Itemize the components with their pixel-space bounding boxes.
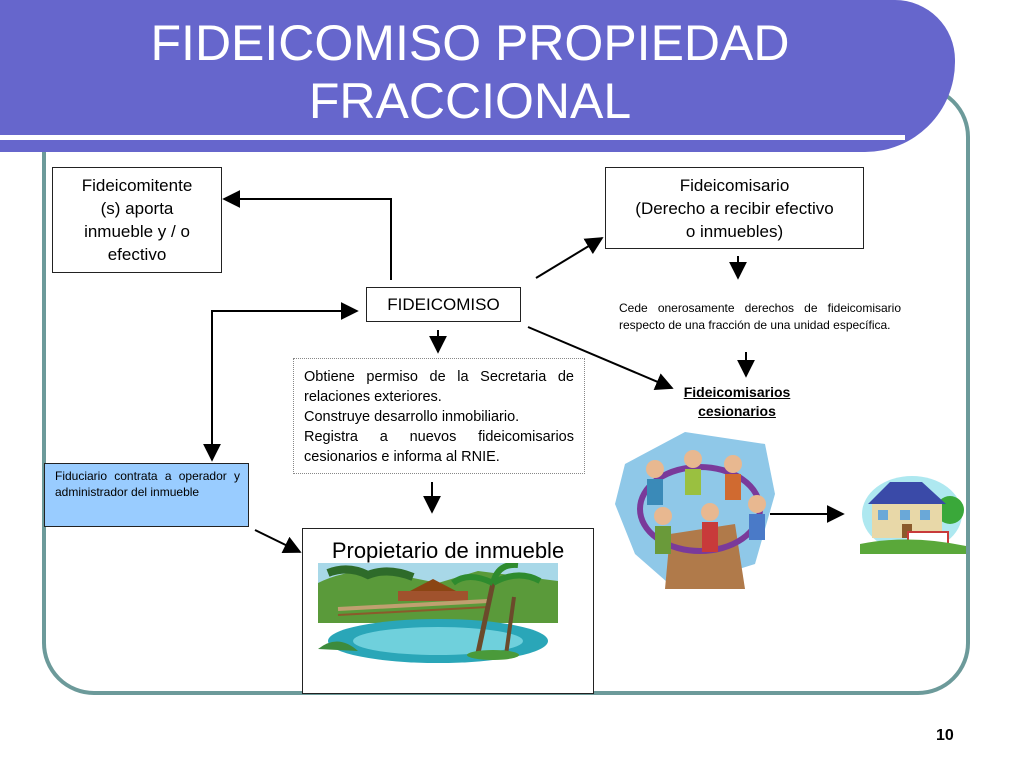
fideicomisario-line: o inmuebles): [685, 222, 784, 241]
cesionarios-line: Fideicomisarios: [683, 384, 791, 400]
arrow-to-fideicomisario: [535, 237, 604, 279]
fideicomisario-box: Fideicomisario (Derecho a recibir efecti…: [605, 167, 864, 249]
fideicomiso-label: FIDEICOMISO: [387, 295, 500, 314]
propietario-label: Propietario de inmueble: [331, 538, 565, 563]
resort-pool-clipart: [318, 563, 558, 663]
fideicomiso-box: FIDEICOMISO: [366, 287, 521, 322]
slide-title: FIDEICOMISO PROPIEDAD FRACCIONAL: [0, 14, 940, 130]
people-circle-clipart: [615, 432, 775, 589]
propietario-box: Propietario de inmueble: [302, 528, 594, 694]
house-for-sale-clipart: [860, 476, 966, 554]
arrow-loop-to-fideicomiso: [211, 302, 359, 455]
arrow-to-fideicomitente: [222, 190, 392, 280]
obtiene-line: Construye desarrollo inmobiliario.: [304, 409, 520, 425]
fideicomitente-box: Fideicomitente (s) aporta inmueble y / o…: [52, 167, 222, 273]
arrow-fideicomiso-cesionarios: [527, 326, 674, 390]
fideicomitente-line: efectivo: [107, 245, 167, 264]
fideicomisario-line: (Derecho a recibir efectivo: [635, 199, 834, 218]
title-banner: FIDEICOMISO PROPIEDAD FRACCIONAL: [0, 0, 955, 152]
fiduciario-box: Fiduciario contrata a operador y adminis…: [44, 463, 249, 527]
title-line-1: FIDEICOMISO PROPIEDAD: [150, 15, 790, 71]
fideicomitente-line: (s) aporta: [100, 199, 174, 218]
page-number: 10: [936, 727, 954, 744]
fideicomitente-line: Fideicomitente: [81, 176, 193, 195]
cede-text: Cede onerosamente derechos de fideicomis…: [619, 301, 901, 332]
cesionarios-line: cesionarios: [698, 403, 776, 419]
obtiene-note: Obtiene permiso de la Secretaria de rela…: [293, 358, 585, 474]
obtiene-line: Obtiene permiso de la Secretaria de rela…: [304, 369, 574, 405]
obtiene-line: Registra a nuevos fideicomisarios cesion…: [304, 429, 574, 465]
fideicomitente-line: inmueble y / o: [84, 222, 190, 241]
title-underline: [0, 135, 905, 140]
title-line-2: FRACCIONAL: [308, 73, 632, 129]
fideicomisario-line: Fideicomisario: [679, 176, 790, 195]
arrow-fiduciario-propietario: [254, 529, 302, 553]
cesionarios-label: Fideicomisarios cesionarios: [662, 383, 812, 421]
